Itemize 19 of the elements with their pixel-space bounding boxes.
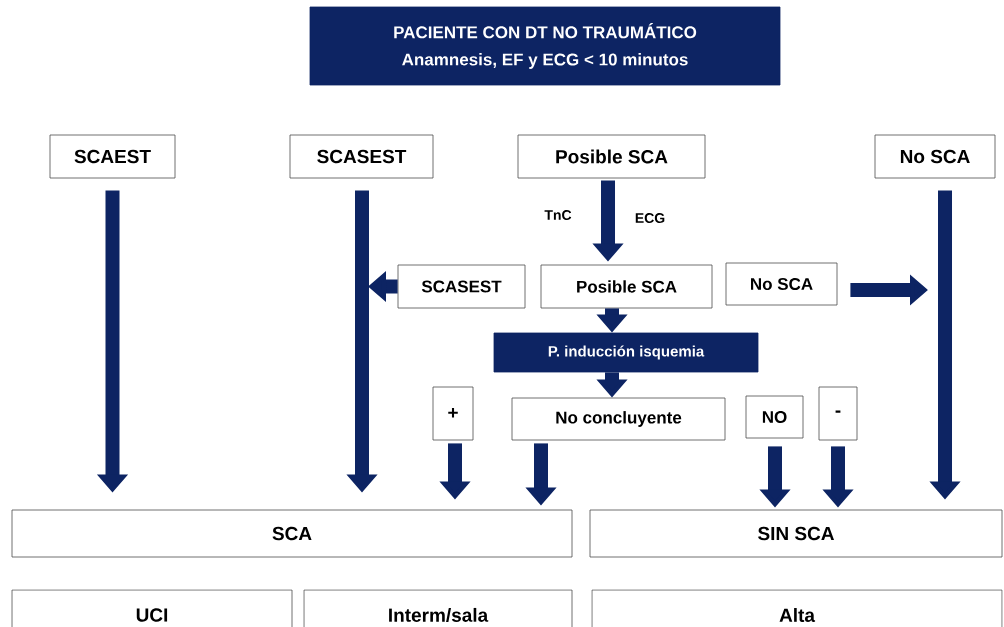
box: Alta [591,589,1003,627]
box: + [432,386,474,441]
box: Posible SCA [540,264,713,309]
box: SCAEST [49,134,176,179]
box: No SCA [725,262,838,306]
box: - [818,386,858,441]
box: SIN SCA [589,509,1003,558]
text-label: ECG [635,213,665,223]
box: Interm/sala [303,589,573,627]
box: Posible SCA [517,134,706,179]
title-box: PACIENTE CON DT NO TRAUMÁTICO Anamnesis, EF y ECG < 10 minutos [309,6,781,86]
box: No concluyente [511,397,726,441]
box: SCASEST [289,134,434,179]
box: SCA [11,509,573,558]
box: No SCA [874,134,996,179]
box: SCASEST [397,264,526,309]
edge-label: TnC [544,210,572,220]
box: UCI [11,589,293,627]
box: NO [745,395,804,439]
